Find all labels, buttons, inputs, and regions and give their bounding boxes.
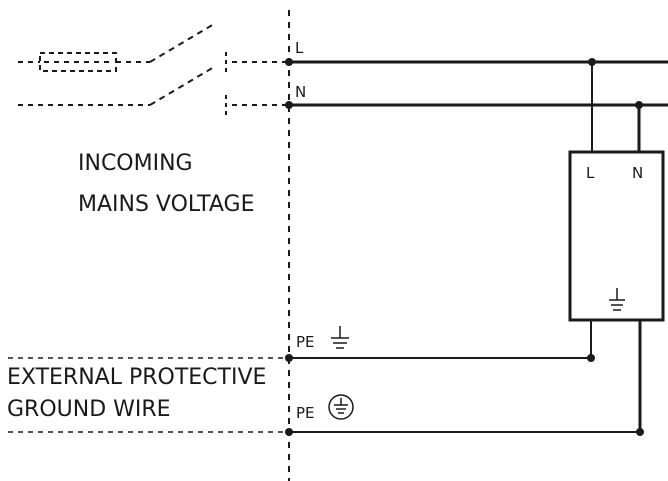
device-ground-icon [609, 288, 625, 311]
label-pe-bottom: PE [296, 404, 315, 422]
caption-external-line2: GROUND WIRE [7, 397, 171, 422]
label-l: L [295, 39, 304, 57]
device-label-n: N [632, 164, 643, 182]
switch-lever-l [149, 23, 215, 63]
junction-pe-top [285, 354, 293, 362]
protective-earth-icon [328, 394, 354, 420]
junction-l [285, 58, 293, 66]
junction-pe-bottom-right [636, 428, 644, 436]
caption-external-line1: EXTERNAL PROTECTIVE [7, 365, 266, 390]
junction-n [285, 101, 293, 109]
label-n: N [295, 83, 306, 101]
device-box [568, 150, 665, 322]
incoming-n-wire [18, 66, 289, 115]
incoming-l-wire [18, 23, 289, 72]
device-label-l: L [586, 164, 595, 182]
junction-pe-bottom [285, 428, 293, 436]
junction-drop-l [588, 58, 596, 66]
switch-lever-n [149, 66, 215, 106]
caption-incoming-line1: INCOMING [78, 151, 193, 176]
earth-ground-icon [331, 326, 349, 349]
caption-incoming-line2: MAINS VOLTAGE [78, 192, 254, 217]
junction-pe-top-right [587, 354, 595, 362]
label-pe-top: PE [296, 333, 315, 351]
junction-drop-n [635, 101, 643, 109]
